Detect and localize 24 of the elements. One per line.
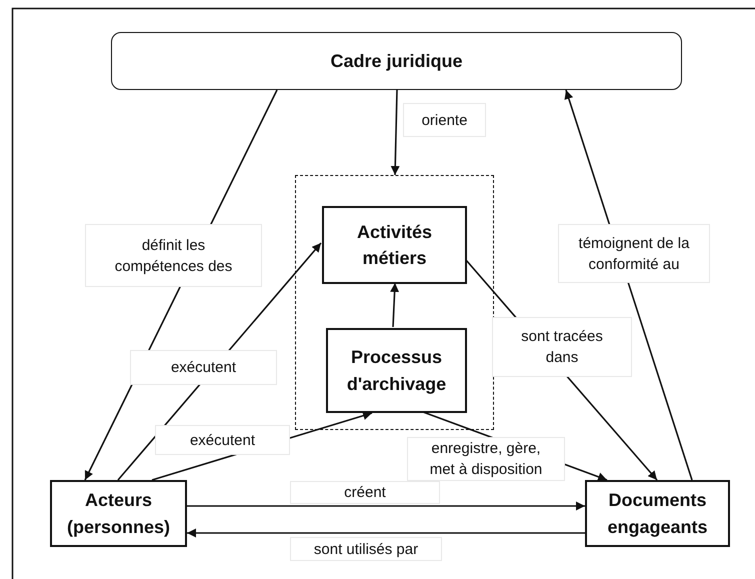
process-box xyxy=(50,480,187,547)
edge-label: exécutent xyxy=(130,350,277,385)
arrow xyxy=(187,528,585,538)
node-label: Processus d'archivage xyxy=(346,346,448,396)
node-label: Cadre juridique xyxy=(330,50,463,73)
arrow xyxy=(187,502,585,510)
process-box xyxy=(322,206,467,284)
node-label: Activités métiers xyxy=(356,220,434,270)
edge-label: sont utilisés par xyxy=(290,537,442,561)
process-box xyxy=(326,328,467,413)
edge-label: enregistre, gère, met à disposition xyxy=(407,437,565,481)
dashed-group-box xyxy=(295,175,494,430)
edge-label: sont tracées dans xyxy=(492,317,632,377)
edge-label: créent xyxy=(290,481,440,504)
arrow xyxy=(390,282,400,328)
node-label: Documents engageants xyxy=(606,489,709,539)
arrow xyxy=(390,90,400,176)
edge-label: oriente xyxy=(403,103,486,137)
edge-label: témoignent de la conformité au xyxy=(558,224,710,283)
edge-label: définit les compétences des xyxy=(85,224,262,287)
node-label: Acteurs (personnes) xyxy=(66,489,172,539)
edge-label: exécutent xyxy=(155,425,290,455)
rounded-box xyxy=(111,32,682,90)
process-box xyxy=(585,480,730,547)
